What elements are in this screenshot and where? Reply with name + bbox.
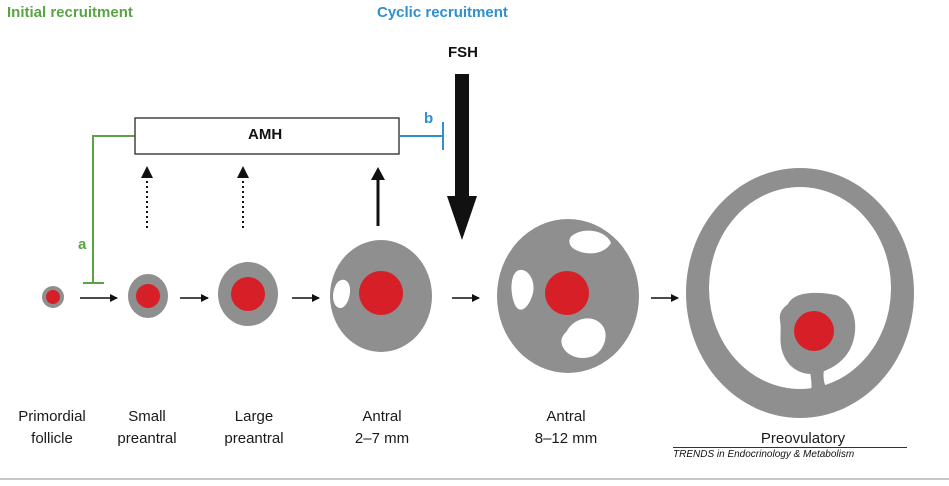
follicle-antral-8-12 bbox=[497, 219, 639, 373]
initial-inhibition-line bbox=[92, 135, 135, 283]
source-credit: TRENDS in Endocrinology & Metabolism bbox=[673, 449, 855, 460]
initial-recruitment-header: Initial recruitment bbox=[7, 4, 133, 21]
stage-label-large-preantral: Large preantral bbox=[224, 408, 284, 447]
follicle-small-preantral bbox=[128, 274, 168, 318]
amh-label: AMH bbox=[248, 126, 283, 143]
bottom-divider bbox=[0, 478, 949, 480]
stage-label-antral-2-7: Antral 2–7 mm bbox=[354, 408, 410, 447]
feedback-arrow-antral-small bbox=[371, 167, 385, 226]
stage-label-small-preantral: Small preantral bbox=[117, 408, 177, 447]
pathway-label-b: b bbox=[424, 110, 434, 127]
follicle-antral-2-7 bbox=[330, 240, 432, 352]
fsh-arrow bbox=[447, 74, 477, 240]
follicle-large-preantral bbox=[218, 262, 278, 326]
fsh-label: FSH bbox=[448, 44, 478, 61]
cyclic-recruitment-header: Cyclic recruitment bbox=[377, 4, 508, 21]
follicle-preovulatory bbox=[686, 168, 914, 418]
stage-label-preovulatory: Preovulatory bbox=[760, 430, 846, 447]
credit-divider bbox=[673, 447, 907, 448]
feedback-arrow-small-preantral bbox=[141, 166, 153, 228]
stage-label-antral-8-12: Antral 8–12 mm bbox=[534, 408, 598, 447]
feedback-arrow-large-preantral bbox=[237, 166, 249, 228]
follicle-primordial bbox=[42, 286, 64, 308]
pathway-label-a: a bbox=[78, 236, 87, 253]
stage-label-primordial: Primordial follicle bbox=[18, 408, 86, 447]
